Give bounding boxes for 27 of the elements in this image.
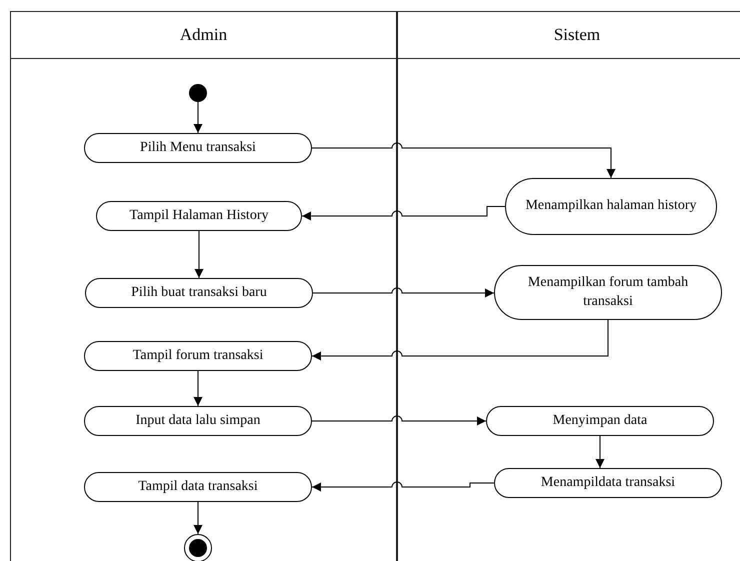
arrow [194,102,202,134]
activity-box: Menampilkan forum tambah transaksi [494,265,722,320]
activity-box: Menampildata transaksi [494,468,722,498]
arrow [312,482,494,492]
activity-box: Tampil data transaksi [84,472,312,502]
arrow [596,436,604,468]
lane-title: Sistem [554,25,600,45]
arrow [312,416,486,426]
initial-node [189,84,207,102]
arrow [194,502,202,534]
arrow [312,142,616,178]
arrow [194,230,204,278]
arrow [312,288,494,298]
arrow [312,320,608,360]
activity-box: Tampil forum transaksi [84,341,312,371]
activity-box: Menampilkan halaman history [505,178,717,235]
activity-box: Tampil Halaman History [96,201,302,231]
activity-box: Pilih buat transaksi baru [85,278,313,308]
swimlane [397,11,740,561]
activity-box: Menyimpan data [486,406,714,436]
activity-box: Pilih Menu transaksi [84,133,312,163]
arrow [302,206,506,220]
final-node [184,534,212,561]
activity-box: Input data lalu simpan [84,406,312,436]
swimlane [10,11,397,561]
lane-title: Admin [180,25,228,45]
arrow [194,370,202,406]
